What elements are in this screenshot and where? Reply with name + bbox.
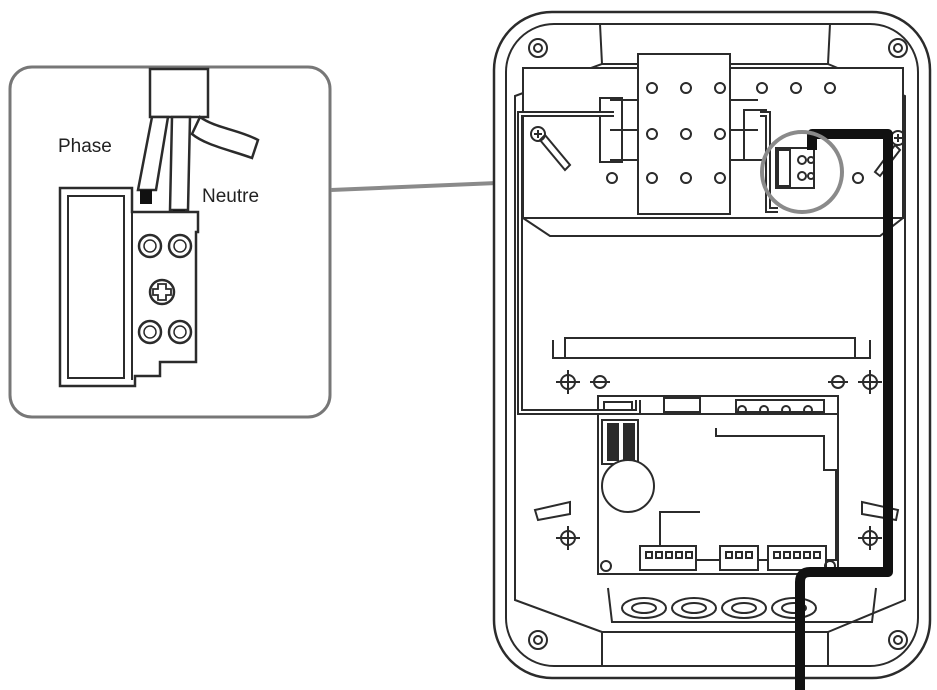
cable-sheath [148, 67, 210, 119]
screw-icon [137, 319, 163, 345]
screw-icon [148, 278, 176, 306]
phase-conductor [140, 190, 152, 204]
enclosure-inner-rim [505, 23, 919, 667]
capacitor [601, 459, 655, 513]
earth-wire [190, 115, 260, 160]
terminal-block [58, 186, 200, 388]
screw-icon [167, 319, 193, 345]
zoom-inset: Phase Neutre [8, 65, 332, 419]
screw-icon [137, 233, 163, 259]
bottom-connectors [639, 545, 827, 571]
standoff-screws [556, 370, 882, 550]
enclosure-cavity [514, 23, 906, 666]
mains-terminal-block [775, 147, 815, 189]
transformer [637, 53, 731, 215]
neutral-wire [168, 115, 192, 212]
enclosure [492, 10, 932, 680]
phase-label: Phase [58, 136, 112, 157]
screw-icon [167, 233, 193, 259]
corner-screws [528, 38, 908, 650]
callout-circle [760, 130, 844, 214]
mains-cable [795, 129, 893, 690]
plate-holes [606, 82, 864, 184]
neutral-label: Neutre [202, 186, 259, 207]
phase-wire [136, 115, 170, 192]
